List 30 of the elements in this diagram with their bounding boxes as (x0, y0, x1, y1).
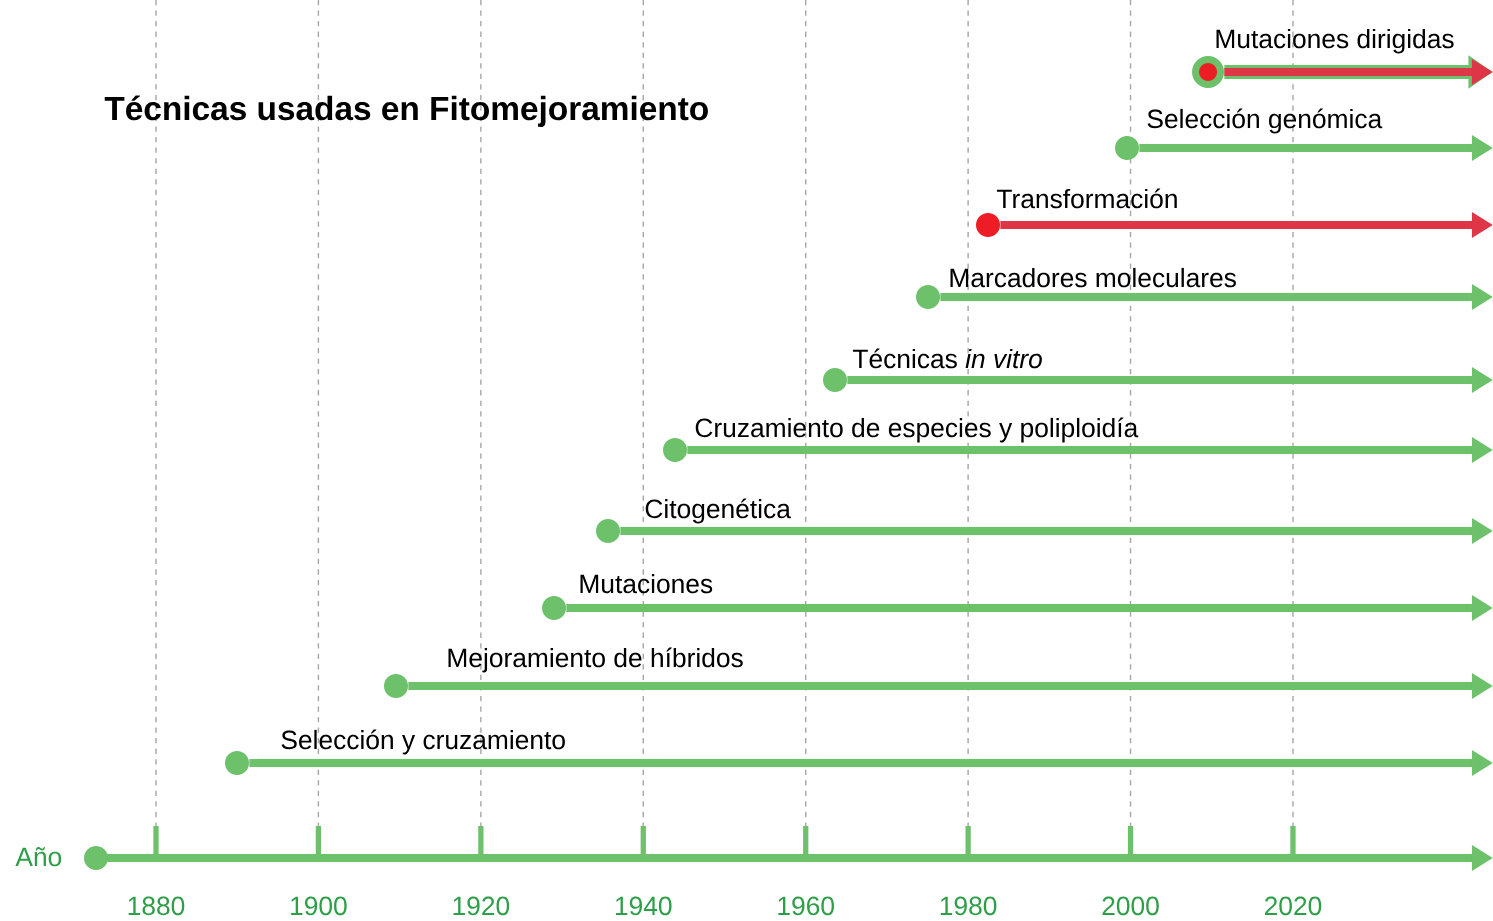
year-label: 1960 (778, 896, 834, 916)
technique-label: Citogenética (645, 498, 791, 524)
year-label: 1880 (128, 896, 185, 916)
year-label: 1980 (940, 896, 997, 916)
technique-label: Técnicas in vitro (852, 348, 1042, 369)
technique-label: Cruzamiento de especies y poliploidía (695, 417, 1139, 443)
start-dot (1115, 136, 1139, 160)
technique-label: Selección y cruzamiento (281, 729, 565, 755)
start-dot (976, 213, 1000, 237)
technique-label: Marcadores moleculares (950, 267, 1236, 288)
start-dot (1192, 56, 1224, 88)
year-label: 1900 (291, 896, 347, 916)
start-dot (225, 751, 249, 775)
start-dot (823, 368, 847, 392)
year-label: 2020 (1265, 896, 1322, 916)
start-dot (916, 285, 940, 309)
technique-label: Mutaciones (580, 573, 713, 594)
start-dot (384, 674, 408, 698)
year-label: 1940 (615, 896, 672, 916)
axis-label: Año (15, 847, 62, 867)
technique-label: Selección genómica (1147, 108, 1383, 134)
year-label: 1920 (453, 896, 510, 916)
technique-label: Mutaciones dirigidas (1216, 28, 1454, 54)
start-dot (663, 438, 687, 462)
technique-label: Mejoramiento de híbridos (448, 647, 743, 673)
start-dot (596, 519, 620, 543)
year-label: 2000 (1102, 896, 1159, 916)
technique-label: Transformación (996, 188, 1177, 209)
title: Técnicas usadas en Fitomejoramiento (104, 95, 708, 127)
start-dot (542, 596, 566, 620)
